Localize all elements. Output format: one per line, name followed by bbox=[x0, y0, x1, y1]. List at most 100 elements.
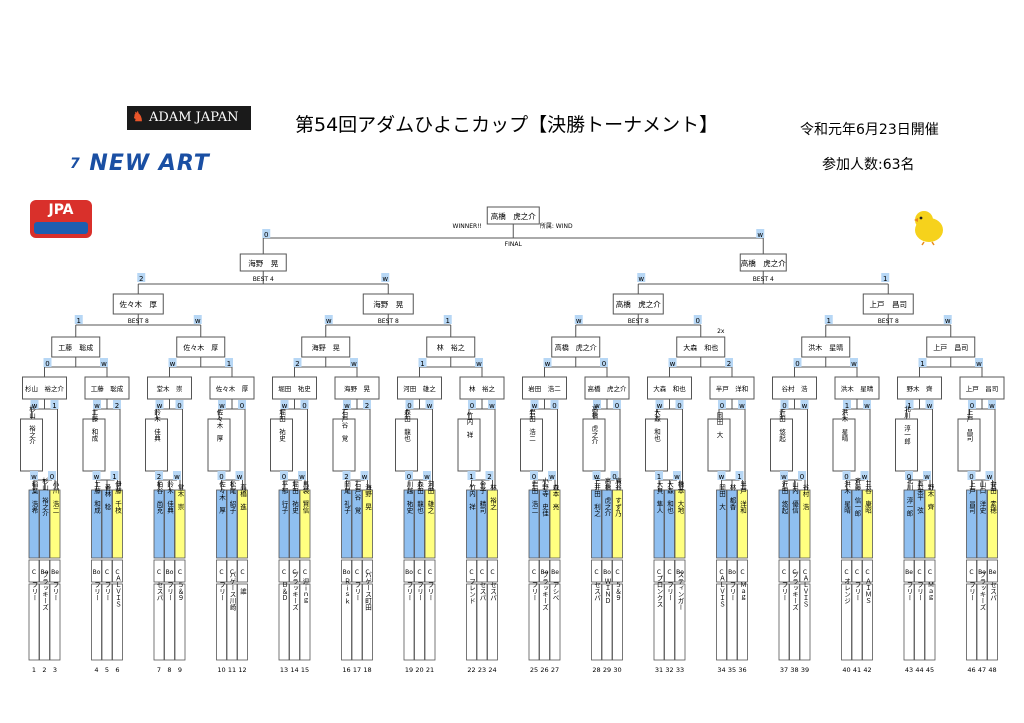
player-class: C bbox=[532, 569, 536, 576]
player-class: C bbox=[844, 569, 848, 576]
player-name: 鈴木 佳典 bbox=[166, 479, 174, 514]
player-class-cell bbox=[851, 559, 863, 583]
score-marker bbox=[735, 471, 744, 480]
player-team: フリー bbox=[728, 581, 736, 601]
player-class-cell bbox=[539, 559, 550, 583]
round2-name: 佐々木 厚 bbox=[216, 384, 249, 393]
player-class: Bo bbox=[405, 569, 413, 576]
player-name: 林 裕之 bbox=[489, 483, 497, 512]
player-team-cell bbox=[101, 583, 113, 661]
player-team-cell bbox=[862, 583, 873, 661]
score-marker bbox=[363, 400, 371, 409]
round1-score: 2 bbox=[344, 473, 348, 481]
score-marker bbox=[843, 400, 851, 409]
player-number: 14 bbox=[290, 666, 298, 674]
player-name: 平郁 行子 bbox=[280, 480, 288, 513]
round1-score: 0 bbox=[282, 473, 286, 481]
player-name-cell bbox=[466, 489, 477, 559]
best4-name: 高橋 虎之介 bbox=[741, 258, 786, 268]
score-marker bbox=[425, 400, 434, 409]
score-marker bbox=[405, 471, 413, 480]
round2-score: 0 bbox=[407, 402, 411, 410]
score-marker bbox=[725, 358, 733, 367]
player-name-cell bbox=[851, 489, 863, 559]
player-class: C bbox=[115, 569, 119, 576]
score-marker bbox=[548, 471, 556, 480]
player-class: C bbox=[928, 569, 932, 576]
jpa-logo: JPA bbox=[30, 200, 92, 238]
player-name-cell bbox=[341, 489, 352, 559]
player-team-cell bbox=[789, 583, 800, 661]
score-marker bbox=[800, 400, 809, 409]
score-marker bbox=[110, 471, 119, 480]
best4-score: 2 bbox=[139, 275, 143, 283]
round1-score: 0 bbox=[219, 473, 223, 481]
player-number: 38 bbox=[790, 666, 798, 674]
player-team: パゲース川崎 bbox=[228, 571, 236, 611]
player-name: 柏谷 尚克 bbox=[155, 479, 163, 514]
player-class: C bbox=[740, 569, 744, 576]
player-name: 工藤 和成 bbox=[93, 481, 101, 515]
round1-score: w bbox=[987, 473, 993, 481]
player-class-cell bbox=[966, 559, 977, 583]
player-class-cell bbox=[674, 559, 686, 583]
player-class: C bbox=[105, 569, 109, 576]
player-name-cell bbox=[966, 489, 977, 559]
round2-score: w bbox=[427, 402, 433, 410]
player-team-cell bbox=[351, 583, 363, 661]
player-class-cell bbox=[414, 559, 425, 583]
player-team-cell bbox=[278, 583, 290, 661]
player-class: C bbox=[667, 569, 671, 576]
round1-name: 石戸谷 覚 bbox=[340, 408, 348, 442]
best8-score: 0 bbox=[696, 317, 700, 325]
player-name: 山内 優信 bbox=[791, 479, 799, 514]
round2-score: w bbox=[489, 402, 495, 410]
player-class: C bbox=[32, 569, 36, 576]
score-marker bbox=[637, 273, 646, 282]
round3-score: 0 bbox=[602, 360, 606, 368]
best8-score: 1 bbox=[827, 317, 831, 325]
round2-score: w bbox=[927, 402, 933, 410]
score-marker bbox=[718, 400, 726, 409]
player-class: C bbox=[157, 569, 161, 576]
round2-score: 1 bbox=[52, 402, 56, 410]
score-marker bbox=[675, 400, 684, 409]
player-class: Bo bbox=[728, 569, 736, 576]
player-team: Ｒｉｓｋ bbox=[343, 578, 351, 604]
player-number: 47 bbox=[978, 666, 986, 674]
score-marker bbox=[280, 400, 289, 409]
player-class: C bbox=[855, 569, 859, 576]
round3-score: w bbox=[851, 360, 857, 368]
player-number: 13 bbox=[280, 666, 288, 674]
player-name-cell bbox=[91, 489, 102, 559]
winner-label: WINNER!! bbox=[453, 223, 482, 230]
player-team: ブラッキーズ bbox=[978, 570, 986, 611]
player-team-cell bbox=[164, 583, 175, 661]
score-marker bbox=[137, 273, 146, 282]
score-marker bbox=[655, 471, 663, 480]
player-number: 20 bbox=[415, 666, 423, 674]
player-team-cell bbox=[851, 583, 863, 661]
score-marker bbox=[173, 471, 181, 480]
player-team-cell bbox=[976, 583, 988, 661]
player-number: 7 bbox=[157, 666, 161, 674]
player-name-cell bbox=[487, 489, 498, 559]
round2-name: 野木 齊 bbox=[907, 384, 934, 393]
player-number: 40 bbox=[842, 666, 850, 674]
round2-score: 0 bbox=[177, 402, 181, 410]
round3-score: 0 bbox=[795, 360, 799, 368]
player-class: C bbox=[240, 569, 244, 576]
player-class-cell bbox=[164, 559, 175, 583]
player-number: 25 bbox=[530, 666, 538, 674]
score-marker bbox=[905, 400, 914, 409]
round1-score: 1 bbox=[657, 473, 661, 481]
player-name-cell bbox=[612, 489, 623, 559]
jpa-logo-bar bbox=[34, 222, 88, 234]
player-number: 26 bbox=[540, 666, 548, 674]
round1-score: 0 bbox=[907, 473, 911, 481]
round1-score: 0 bbox=[612, 473, 616, 481]
player-class-cell bbox=[987, 559, 998, 583]
player-name: 川越 祐史 bbox=[405, 481, 413, 515]
round2-score: w bbox=[219, 402, 225, 410]
player-team-cell bbox=[476, 583, 488, 661]
